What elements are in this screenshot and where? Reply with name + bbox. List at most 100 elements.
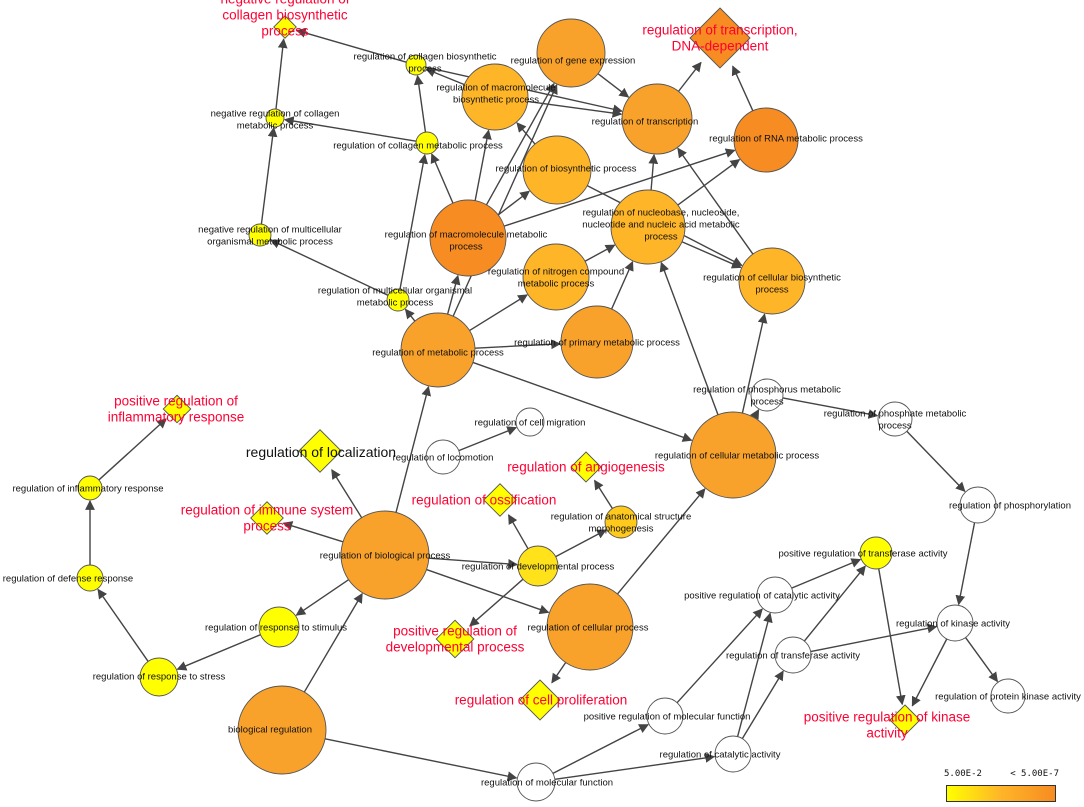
label-regMolFunc: regulation of molecular function xyxy=(481,777,613,788)
edge-regCellMet-to-regNucleo xyxy=(659,261,719,415)
node-regTxDna[interactable] xyxy=(689,7,751,69)
edge-regTransferase-to-posTransferase xyxy=(803,565,866,642)
edge-regColBio-to-negColBio xyxy=(295,28,407,63)
node-regCellMet[interactable] xyxy=(689,411,777,499)
label-regPrimary: regulation of primary metabolic process xyxy=(514,337,680,348)
label-regRna: regulation of RNA metabolic process xyxy=(709,133,863,144)
node-regCellular[interactable] xyxy=(546,583,634,671)
node-regLocomotion[interactable] xyxy=(425,439,461,475)
label-regOssif: regulation of ossification xyxy=(412,493,557,508)
edge-regNucleo-to-regTx xyxy=(648,153,659,191)
node-regAngio[interactable] xyxy=(570,451,602,483)
node-regProtKinase[interactable] xyxy=(990,678,1026,714)
node-regStimulus[interactable] xyxy=(258,606,300,648)
node-regPrimary[interactable] xyxy=(560,305,634,379)
label-regAngio: regulation of angiogenesis xyxy=(507,460,665,475)
label-regStimulus: regulation of response to stimulus xyxy=(205,622,347,633)
label-regLocomotion: regulation of locomotion xyxy=(393,452,494,463)
node-regPhosphoryl[interactable] xyxy=(959,486,997,524)
node-regMolFunc[interactable] xyxy=(516,762,556,802)
node-regRna[interactable] xyxy=(733,107,799,173)
edge-regPhosphoryl-to-regKinase xyxy=(955,522,976,606)
edge-regCatalytic-to-regTransferase xyxy=(741,670,784,739)
node-posDevelop[interactable] xyxy=(435,619,475,659)
edge-biologicalReg-to-regMolFunc xyxy=(324,738,518,782)
node-regCellMig[interactable] xyxy=(515,407,545,437)
node-negColMet[interactable] xyxy=(265,108,285,128)
node-regMultiMet[interactable] xyxy=(386,288,410,312)
node-regMacroMet[interactable] xyxy=(429,199,507,277)
edge-regCellMet-to-regPhosphorus xyxy=(750,408,760,420)
node-posCatalytic[interactable] xyxy=(756,576,794,614)
node-posTransferase[interactable] xyxy=(859,536,893,570)
edge-regPhosphate-to-regPhosphoryl xyxy=(906,430,966,493)
node-regPhosphate[interactable] xyxy=(877,401,913,437)
node-regNucleo[interactable] xyxy=(610,189,686,265)
node-regBio[interactable] xyxy=(522,135,592,205)
color-legend: 5.00E-2 < 5.00E-7 xyxy=(944,766,1059,804)
edge-regTx-to-regTxDna xyxy=(677,61,702,92)
node-negMultiMet[interactable] xyxy=(248,223,272,247)
label-regGeneExp: regulation of gene expression xyxy=(511,55,636,66)
node-posKinase[interactable] xyxy=(889,704,921,736)
edge-regMetabolic-to-regNitro xyxy=(469,294,528,332)
node-regKinase[interactable] xyxy=(936,604,974,642)
edge-regMacroBio-to-regColBio xyxy=(425,67,465,86)
node-regNitro[interactable] xyxy=(522,243,590,311)
node-regLocalization[interactable] xyxy=(298,429,342,473)
label-regCellMet: regulation of cellular metabolic process xyxy=(655,450,819,461)
node-regStress[interactable] xyxy=(139,657,179,697)
node-regColBio[interactable] xyxy=(405,54,427,76)
label-regCellMig: regulation of cell migration xyxy=(475,417,586,428)
node-regPhosphorus[interactable] xyxy=(750,378,784,412)
edge-regNucleo-to-regRna xyxy=(677,159,741,206)
node-regDevelop[interactable] xyxy=(517,545,559,587)
edge-regLocomotion-to-regCellMig xyxy=(458,426,517,452)
node-regMacroBio[interactable] xyxy=(461,63,529,131)
edge-regKinase-to-regProtKinase xyxy=(965,637,999,683)
edge-regCellMet-to-regCellBio xyxy=(741,313,768,414)
edge-regBiological-to-regMetabolic xyxy=(395,385,432,513)
edge-regMultiMet-to-negMultiMet xyxy=(269,239,389,296)
node-regAnat[interactable] xyxy=(604,505,638,539)
node-regCatalytic[interactable] xyxy=(714,735,752,773)
node-regBiological[interactable] xyxy=(340,510,430,600)
label-regProtKinase: regulation of protein kinase activity xyxy=(935,691,1081,702)
edge-regBiological-to-regCellular xyxy=(426,568,550,615)
edge-regDevelop-to-regAnat xyxy=(555,529,607,558)
node-regTransferase[interactable] xyxy=(774,636,812,674)
edge-regMetabolic-to-regMacroMet xyxy=(446,274,461,315)
label-regCatalytic: regulation of catalytic activity xyxy=(660,749,781,760)
node-regCellProlif[interactable] xyxy=(519,679,561,721)
node-regMetabolic[interactable] xyxy=(400,312,476,388)
node-posInflam[interactable] xyxy=(162,394,192,424)
node-regInflam[interactable] xyxy=(77,475,103,501)
label-regPhosphoryl: regulation of phosphorylation xyxy=(949,500,1071,511)
node-regCellBio[interactable] xyxy=(738,247,806,315)
node-regImmune[interactable] xyxy=(250,501,284,535)
edge-regMolFunc-to-posMolFunc xyxy=(552,724,649,774)
node-negColBio[interactable] xyxy=(273,15,297,39)
node-posMolFunc[interactable] xyxy=(646,697,684,735)
edge-regMetabolic-to-regGeneExp xyxy=(452,84,558,317)
node-regColMet[interactable] xyxy=(415,131,439,155)
node-regOssif[interactable] xyxy=(483,483,517,517)
node-regDefense[interactable] xyxy=(76,564,104,592)
label-posTransferase: positive regulation of transferase activ… xyxy=(779,548,948,559)
node-regGeneExp[interactable] xyxy=(536,18,606,88)
node-regTx[interactable] xyxy=(621,83,693,155)
node-biologicalReg[interactable] xyxy=(237,685,327,775)
label-regInflam: regulation of inflammatory response xyxy=(12,483,163,494)
edge-regNucleo-to-regCellBio xyxy=(681,241,742,269)
edge-regAnat-to-regAngio xyxy=(593,479,614,509)
label-regMetabolic: regulation of metabolic process xyxy=(372,347,504,358)
edge-regColMet-to-negColMet xyxy=(283,116,417,142)
